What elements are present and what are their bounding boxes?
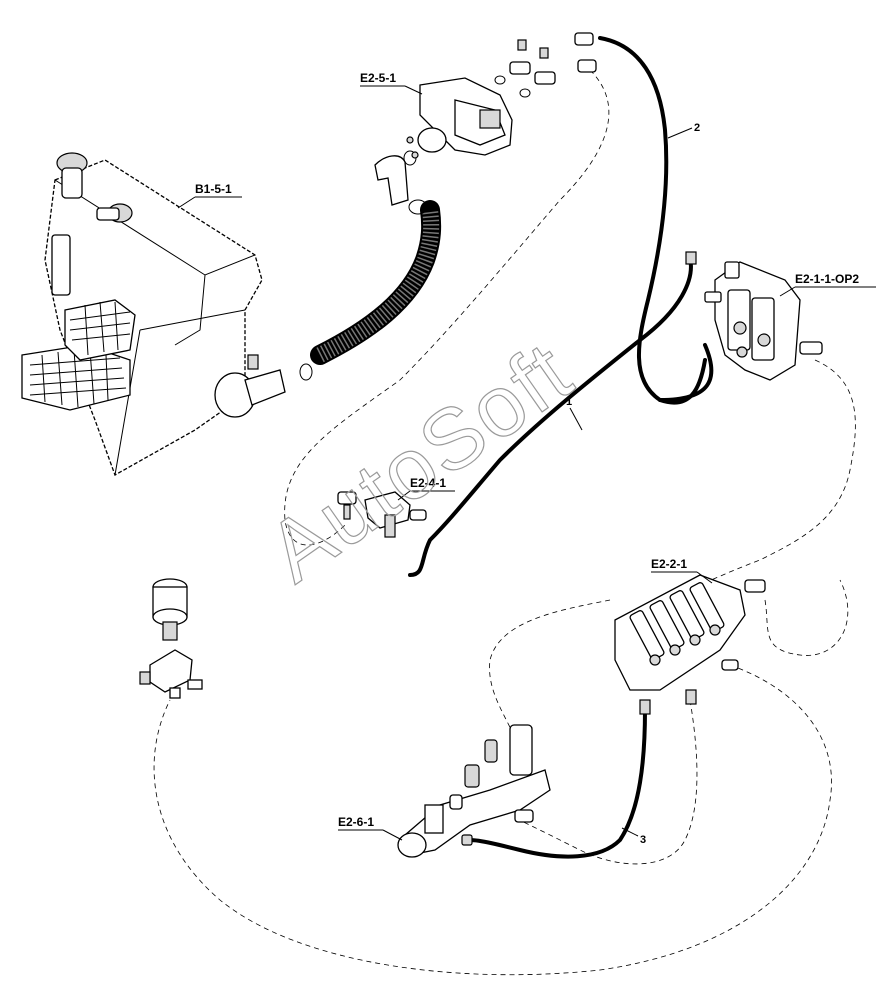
hose-number-1: 1 — [566, 396, 572, 408]
pump-oring-a — [494, 75, 506, 85]
manifold-port-4 — [514, 809, 534, 823]
pump-hose-end-a — [574, 32, 594, 46]
manifold-bracket — [424, 804, 444, 834]
manifold-end-cap — [397, 832, 427, 858]
accumulator-block — [149, 649, 193, 693]
pump-fitting-b — [534, 71, 556, 85]
pump-front-flange — [417, 127, 447, 153]
valve-top-section-2 — [751, 297, 775, 361]
accumulator-fitting-1 — [169, 687, 181, 699]
label-manifold: E2-6-1 — [338, 815, 374, 829]
valve-bottom-hose-end-2 — [685, 689, 697, 705]
manifold-port-3 — [449, 794, 463, 810]
hydraulic-tank — [21, 152, 313, 476]
tank-step-grating — [21, 299, 136, 411]
tank-breather-fitting — [96, 207, 120, 221]
suction-hose — [310, 200, 442, 365]
valve-top-section-1 — [727, 289, 751, 351]
watermark: AutoSoft — [251, 324, 589, 601]
manifold-solenoid — [509, 724, 533, 776]
manifold-port-2 — [484, 739, 498, 763]
label-valve-bottom: E2-2-1 — [651, 557, 687, 571]
pump-port-block — [479, 109, 501, 129]
hose-number-3: 3 — [640, 834, 646, 846]
valve-mid-body — [364, 491, 411, 529]
pump-fitting-c — [517, 39, 527, 51]
valve-top-port-2 — [757, 333, 771, 347]
hose-clamp-upper — [408, 199, 428, 215]
pump-bolt-2 — [411, 151, 419, 159]
valve-bottom-sections — [629, 582, 725, 666]
hose-3 — [468, 708, 647, 859]
accumulator-fitting-3 — [139, 671, 151, 685]
pump-fitting-a — [509, 61, 531, 75]
manifold-block — [397, 724, 551, 858]
hose-1 — [408, 256, 714, 577]
tank-fitting-small — [247, 354, 259, 370]
tank-suction-elbow — [244, 369, 286, 406]
tank-side-panel — [114, 309, 246, 476]
hose-number-2: 2 — [694, 122, 700, 134]
pump-oring-b — [519, 88, 531, 98]
valve-bottom-fitting-lower — [721, 659, 739, 671]
tank-front-edge — [174, 274, 206, 346]
label-valve-mid: E2-4-1 — [410, 476, 446, 490]
pump-inlet-elbow — [374, 155, 409, 206]
control-valve-top — [685, 251, 823, 381]
accumulator-neck — [162, 621, 178, 641]
part-labels: B1-5-1 E2-5-1 E2-1-1-OP2 E2-4-1 E2-2-1 E… — [177, 71, 876, 841]
valve-mid-fitting-right — [409, 509, 427, 521]
valve-mid-spool — [384, 514, 396, 538]
hydraulic-pump — [406, 32, 597, 159]
valve-top-cap — [724, 261, 740, 279]
label-valve-top: E2-1-1-OP2 — [795, 272, 859, 286]
control-valve-bottom — [614, 574, 766, 715]
accumulator — [139, 578, 203, 699]
valve-top-port-3 — [736, 346, 748, 358]
valve-mid-hose-end — [343, 504, 351, 520]
valve-top-hose-end — [685, 251, 697, 265]
valve-top-port-1 — [733, 321, 747, 335]
pump-hose-end-b — [577, 59, 597, 73]
tank-sight-gauge — [51, 234, 71, 296]
pump-fitting-d — [539, 47, 549, 59]
pump-bolt-1 — [406, 136, 414, 144]
hose-numbers: 1 2 3 — [566, 122, 700, 846]
manifold-port-5 — [461, 834, 473, 846]
hose-2 — [598, 36, 707, 405]
label-pump: E2-5-1 — [360, 71, 396, 85]
tank-filler-neck — [61, 167, 83, 199]
valve-mid-fitting-left — [337, 491, 357, 505]
accumulator-fitting-2 — [187, 679, 203, 690]
manifold-port-1 — [464, 764, 480, 788]
valve-bottom-hose-end-1 — [639, 699, 651, 715]
valve-bottom-fitting-right — [744, 579, 766, 593]
valve-top-fitting-left — [704, 291, 722, 303]
valve-top-fitting-right — [799, 341, 823, 355]
tank-suction-oring — [299, 363, 313, 381]
control-valve-mid — [337, 491, 427, 538]
label-tank: B1-5-1 — [195, 182, 232, 196]
